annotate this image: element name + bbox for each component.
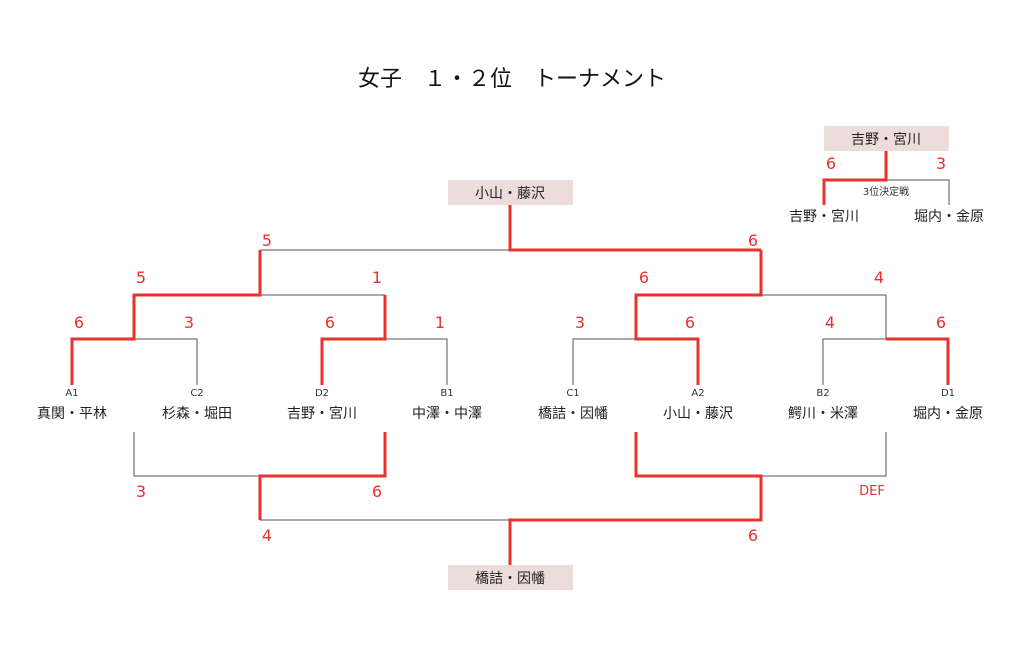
player-name: 鰐川・米澤 [788,406,858,422]
seed-label: C2 [190,388,203,399]
player-name: 堀内・金原 [913,406,983,422]
winner-line [822,151,888,205]
bottom-champion-box [448,565,573,590]
score: 6 [748,526,758,545]
score: 3 [184,313,194,332]
bottom-champion: 橋詰・因幡 [475,571,545,587]
bracket-line [886,179,950,205]
score: 6 [372,482,382,501]
seed-label: D1 [941,388,955,399]
player-name: 杉森・堀田 [162,406,232,422]
score: 6 [826,154,836,173]
player-name: 吉野・宮川 [287,406,357,422]
player-name: 吉野・宮川 [789,209,859,225]
player-name: 堀内・金原 [914,209,984,225]
third-place-winner-box [824,126,949,151]
player-name: 小山・藤沢 [663,406,733,422]
player-name: 橋詰・因幡 [538,406,608,422]
score: 4 [874,268,884,287]
seed-label: B1 [440,388,453,399]
score: 6 [639,268,649,287]
score: 6 [325,313,335,332]
bottom-bracket-lines [133,432,887,521]
player-name: 中澤・中澤 [412,406,482,422]
player-list: A1 C2 D2 B1 C1 A2 B2 D1 真関・平林 杉森・堀田 吉野・宮… [37,388,983,422]
score: 6 [74,313,84,332]
seed-label: A2 [691,388,704,399]
top-bracket-lines [134,249,887,385]
seed-label: C1 [566,388,579,399]
score: 5 [136,268,146,287]
seed-label: D2 [315,388,329,399]
top-champion: 小山・藤沢 [475,186,545,202]
score: 3 [936,154,946,173]
top-winner-lines [70,205,950,385]
score: 3 [575,313,585,332]
default-label: DEF [859,484,885,499]
score: 5 [262,231,272,250]
score: 3 [136,482,146,501]
score: 4 [825,313,835,332]
page-title: 女子 １・２位 トーナメント [358,67,666,92]
score: 6 [936,313,946,332]
third-place-label: 3位決定戦 [863,185,909,198]
player-name: 真関・平林 [37,406,107,422]
seed-label: B2 [816,388,829,399]
score: 1 [372,268,382,287]
score: 4 [262,526,272,545]
score: 6 [748,231,758,250]
seed-label: A1 [65,388,78,399]
score: 6 [685,313,695,332]
third-place-winner: 吉野・宮川 [851,132,921,148]
score: 1 [435,313,445,332]
top-champion-box [448,180,573,205]
bottom-winner-lines [258,432,763,565]
